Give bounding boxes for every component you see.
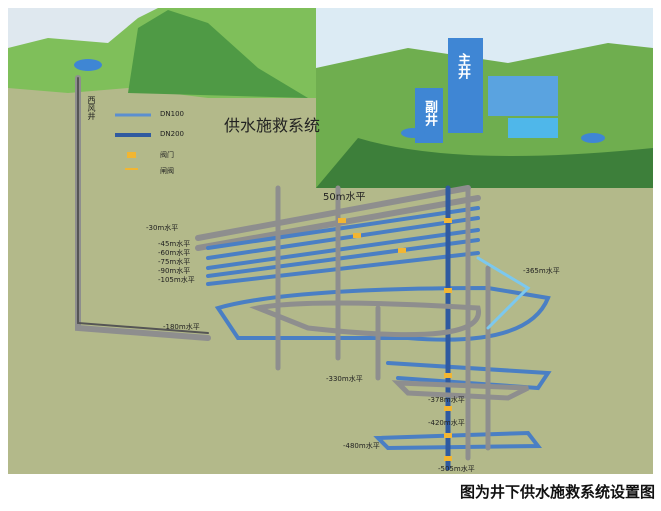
level-label: -180m水平 (163, 323, 200, 331)
level-label: -378m水平 (428, 396, 465, 404)
west-shaft-label: 西风井 (87, 96, 96, 120)
main-shaft-label: 主井 (455, 53, 470, 79)
level-label: -365m水平 (523, 267, 560, 275)
level-label: -420m水平 (428, 419, 465, 427)
level-label: -105m水平 (158, 276, 195, 284)
level-label: -60m水平 (158, 249, 191, 257)
level-label: -75m水平 (158, 258, 191, 266)
mine-schematic (8, 8, 653, 474)
legend-dn100: DN100 (160, 110, 184, 118)
figure-caption: 图为井下供水施救系统设置图 (459, 483, 655, 501)
legend-dn200: DN200 (160, 130, 184, 138)
level-label: -45m水平 (158, 240, 191, 248)
level-label: -505m水平 (438, 465, 475, 473)
level-label: -480m水平 (343, 442, 380, 450)
water-supply-diagram: 供水施救系统 DN100 DN200 阀门 闸阀 西风井 主井 副井 -30m水… (8, 8, 653, 474)
level-label: -30m水平 (146, 224, 179, 232)
legend-lines (115, 113, 151, 170)
water-tank (74, 59, 102, 71)
legend-gate-valve: 闸阀 (160, 167, 174, 175)
aux-shaft-label: 副井 (422, 100, 437, 126)
level-label: 50m水平 (323, 192, 366, 203)
level-label: -90m水平 (158, 267, 191, 275)
main-shaft-building (448, 38, 483, 133)
valve-markers (338, 218, 452, 461)
legend-valve: 阀门 (160, 151, 174, 159)
diagram-title: 供水施救系统 (224, 116, 321, 135)
level-label: -330m水平 (326, 375, 363, 383)
